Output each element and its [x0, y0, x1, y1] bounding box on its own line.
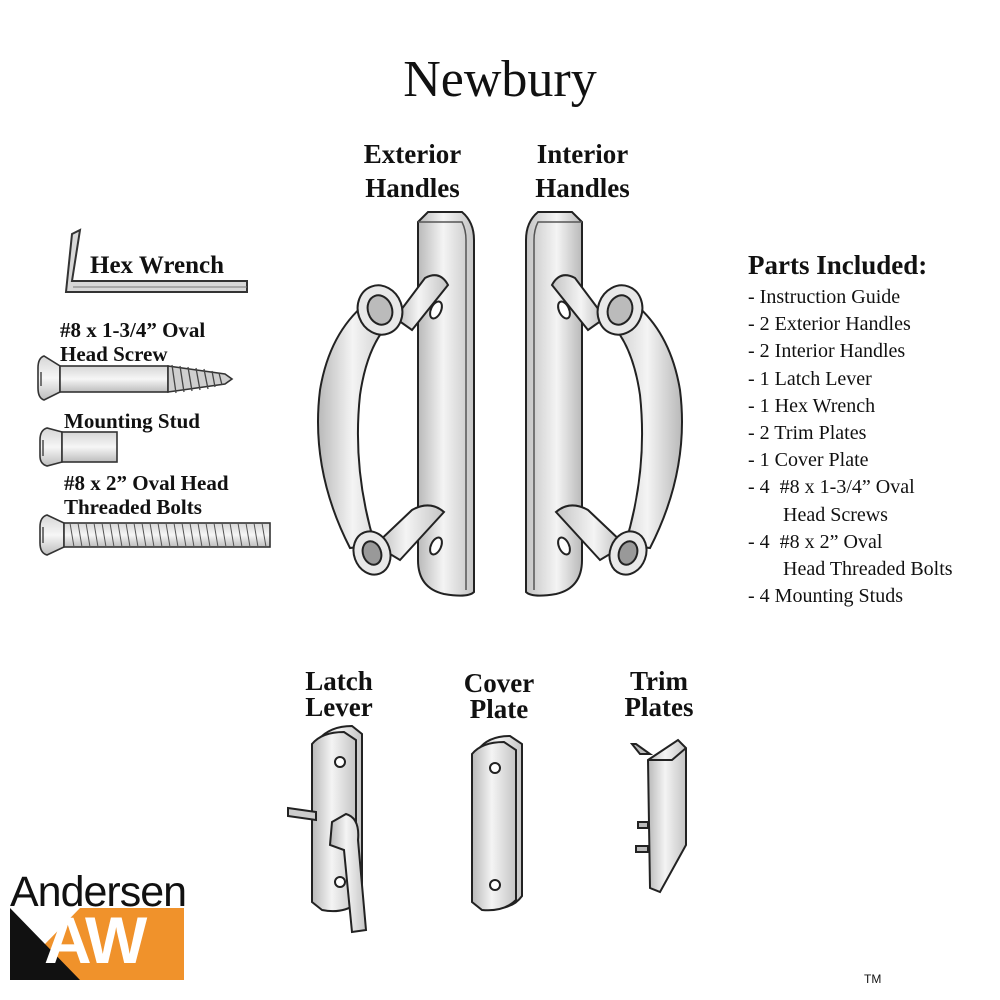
latch-lever-heading: Latch Lever [289, 666, 389, 722]
hex-wrench-icon [64, 228, 248, 293]
cover-plate-icon [471, 734, 523, 912]
interior-handles-heading-line1: Interior [536, 139, 629, 169]
exterior-handle-icon [317, 211, 475, 597]
cover-plate-heading-line2: Plate [469, 694, 529, 724]
oval-head-screw-label: #8 x 1-3/4” Oval Head Screw [60, 318, 205, 366]
list-item: - 1 Cover Plate [748, 449, 869, 472]
andersen-aw-letters: AW [44, 903, 147, 977]
exterior-handles-heading-line2: Handles [365, 173, 460, 203]
list-item: Head Threaded Bolts [748, 558, 953, 581]
threaded-bolt-icon [39, 514, 271, 556]
oval-head-screw-label-line1: #8 x 1-3/4” Oval [60, 318, 206, 342]
oval-head-screw-icon [37, 355, 234, 401]
hex-wrench-label: Hex Wrench [90, 252, 225, 279]
oval-head-screw-label-line2: Head Screw [60, 342, 168, 366]
list-item: - Instruction Guide [748, 286, 901, 308]
list-item: - 4 #8 x 1-3/4” Oval [748, 476, 915, 499]
interior-handles-heading: Interior Handles [510, 137, 655, 205]
cover-plate-heading: Cover Plate [449, 668, 549, 724]
trim-plates-icon [629, 738, 687, 894]
page-title: Newbury [403, 51, 597, 108]
threaded-bolts-label-line1: #8 x 2” Oval Head [64, 471, 229, 495]
interior-handle-icon [525, 211, 683, 597]
parts-included-heading: Parts Included: [748, 250, 928, 280]
threaded-bolts-label-line2: Threaded Bolts [64, 495, 202, 519]
list-item: - 1 Latch Lever [748, 367, 872, 390]
latch-lever-heading-line2: Lever [305, 692, 373, 722]
latch-lever-icon [287, 724, 368, 934]
exterior-handles-heading: Exterior Handles [340, 137, 485, 205]
parts-included-list: - Instruction Guide - 2 Exterior Handles… [748, 284, 953, 610]
cover-plate-heading-line1: Cover [463, 668, 535, 698]
list-item: - 1 Hex Wrench [748, 394, 876, 417]
threaded-bolts-label: #8 x 2” Oval Head Threaded Bolts [64, 471, 229, 519]
list-item: - 2 Exterior Handles [748, 313, 911, 336]
list-item: - 4 Mounting Studs [748, 585, 904, 608]
mounting-stud-label: Mounting Stud [64, 409, 200, 433]
trim-plates-heading-line1: Trim [630, 666, 688, 696]
list-item: - 4 #8 x 2” Oval [748, 530, 883, 553]
list-item: - 2 Trim Plates [748, 422, 867, 445]
exterior-handles-heading-line1: Exterior [363, 139, 462, 169]
list-item: Head Screws [748, 503, 888, 526]
andersen-aw-logo [10, 908, 184, 980]
latch-lever-heading-line1: Latch [305, 666, 373, 696]
interior-handles-heading-line2: Handles [535, 173, 630, 203]
andersen-wordmark: Andersen [10, 868, 187, 916]
list-item: - 2 Interior Handles [748, 340, 906, 363]
mounting-stud-icon [39, 427, 118, 467]
trim-plates-heading: Trim Plates [609, 666, 709, 722]
trademark-mark: TM [864, 972, 882, 986]
trim-plates-heading-line2: Plates [624, 692, 694, 722]
